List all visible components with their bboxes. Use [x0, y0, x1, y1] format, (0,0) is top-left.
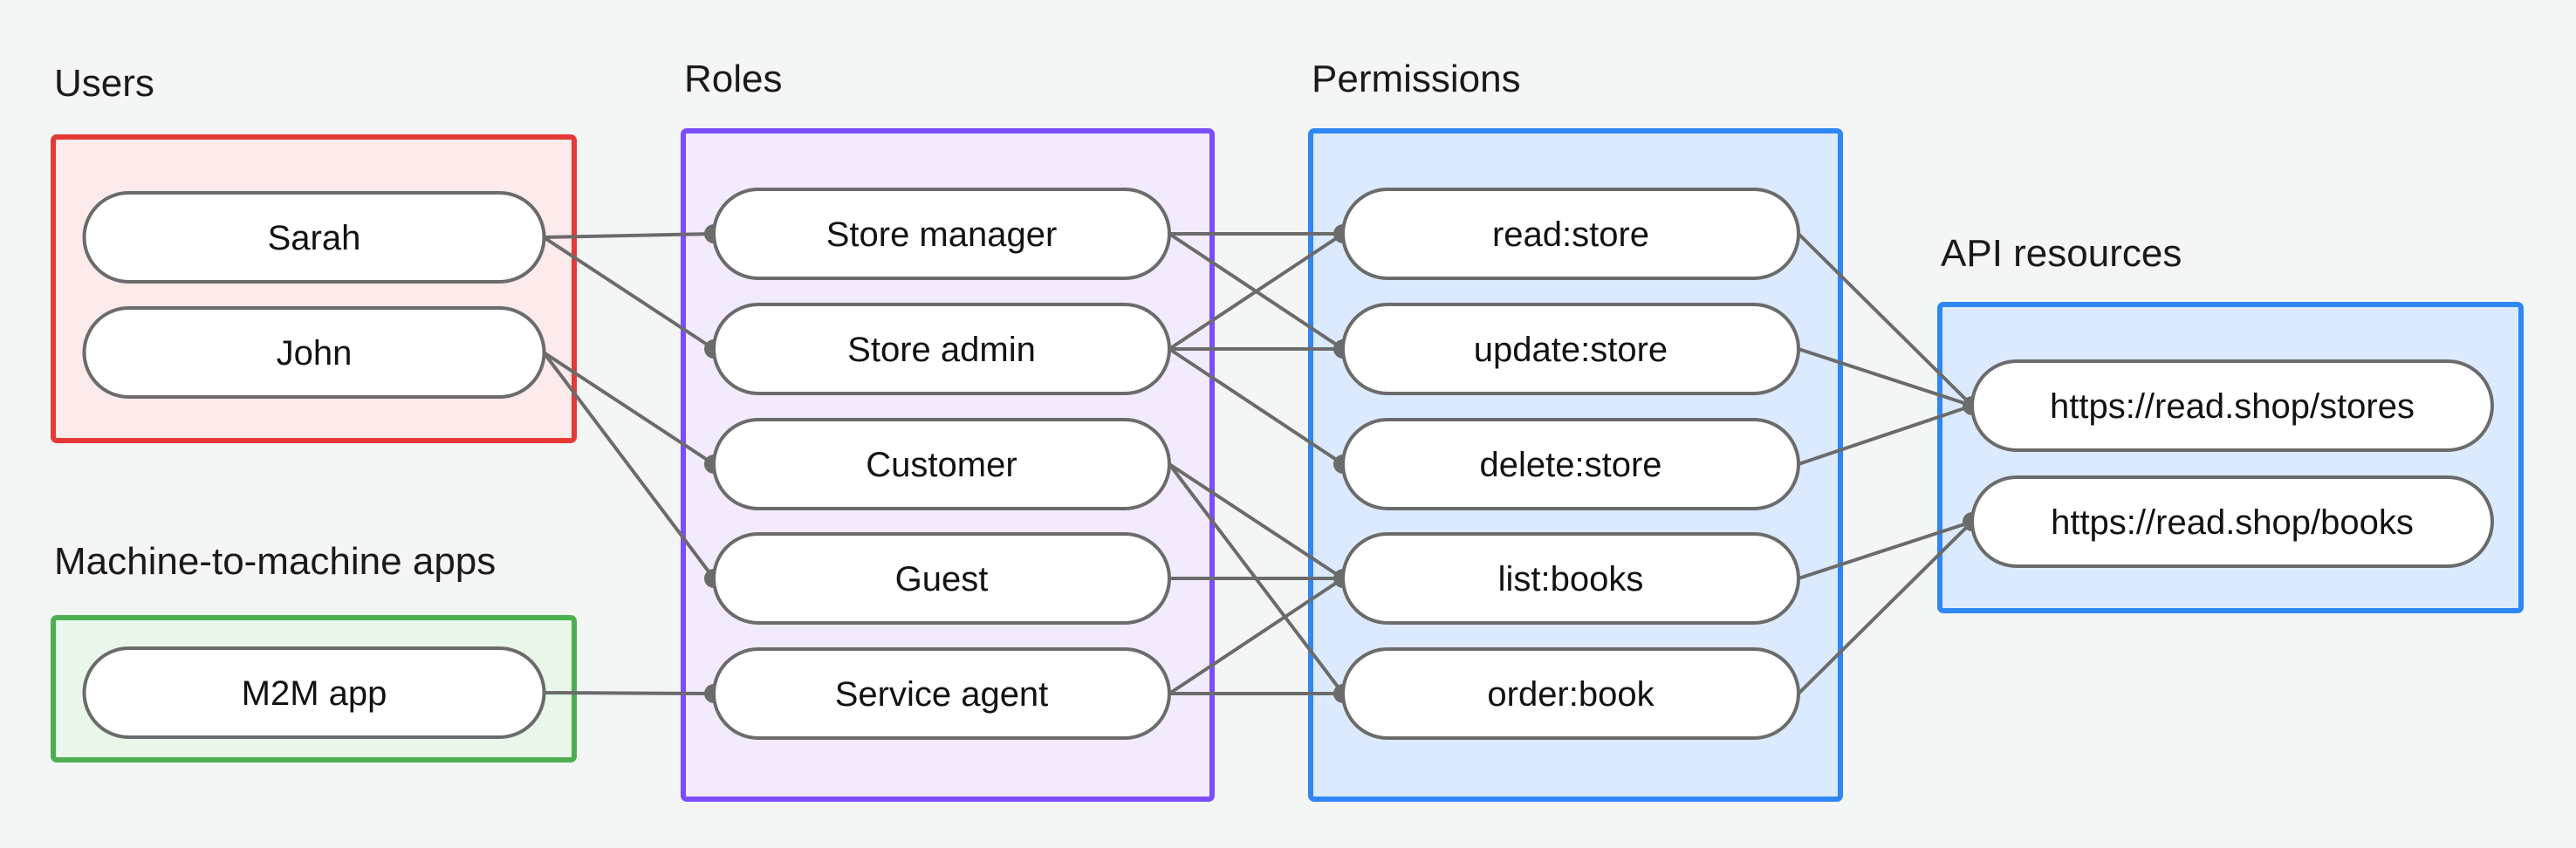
- node-pill-sarah[interactable]: [82, 191, 546, 284]
- node-label-store_manager: Store manager: [826, 215, 1058, 254]
- node-pill-update_store[interactable]: [1341, 303, 1800, 395]
- edge-store_admin-delete_store: [1168, 347, 1345, 466]
- node-pill-customer[interactable]: [712, 418, 1171, 510]
- edge-customer-list_books: [1168, 462, 1345, 580]
- node-m2mapp[interactable]: M2M app: [82, 646, 546, 739]
- edge-service_agent-list_books: [1168, 577, 1345, 695]
- node-john[interactable]: John: [82, 306, 546, 399]
- node-pill-list_books[interactable]: [1341, 532, 1800, 625]
- node-label-guest: Guest: [895, 560, 989, 598]
- node-label-res_stores: https://read.shop/stores: [2050, 387, 2415, 426]
- node-guest[interactable]: Guest: [712, 532, 1171, 625]
- edge-update_store-res_stores: [1798, 347, 1973, 407]
- edge-sarah-store_manager: [543, 232, 715, 239]
- node-pill-res_books[interactable]: [1970, 475, 2494, 568]
- node-read_store[interactable]: read:store: [1341, 188, 1800, 280]
- group-label-api_resources: API resources: [1941, 232, 2182, 275]
- node-pill-read_store[interactable]: [1341, 188, 1800, 280]
- node-update_store[interactable]: update:store: [1341, 303, 1800, 395]
- node-store_admin[interactable]: Store admin: [712, 303, 1171, 395]
- node-pill-res_stores[interactable]: [1970, 359, 2494, 452]
- group-label-m2m: Machine-to-machine apps: [54, 540, 496, 583]
- edge-delete_store-res_stores: [1798, 404, 1973, 466]
- node-label-sarah: Sarah: [268, 219, 361, 257]
- node-store_manager[interactable]: Store manager: [712, 188, 1171, 280]
- node-label-m2mapp: M2M app: [242, 674, 387, 713]
- node-pill-delete_store[interactable]: [1341, 418, 1800, 510]
- edge-list_books-res_books: [1798, 520, 1973, 580]
- node-service_agent[interactable]: Service agent: [712, 647, 1171, 740]
- edge-sarah-store_admin: [542, 236, 716, 351]
- node-label-res_books: https://read.shop/books: [2051, 503, 2414, 542]
- node-pill-service_agent[interactable]: [712, 647, 1171, 740]
- node-label-list_books: list:books: [1498, 560, 1644, 598]
- node-pill-guest[interactable]: [712, 532, 1171, 625]
- edge-john-customer: [542, 351, 716, 466]
- edge-store_admin-read_store: [1168, 232, 1345, 351]
- node-label-update_store: update:store: [1474, 331, 1668, 369]
- group-label-permissions: Permissions: [1312, 58, 1521, 100]
- node-label-delete_store: delete:store: [1479, 446, 1661, 484]
- node-order_book[interactable]: order:book: [1341, 647, 1800, 740]
- group-label-users: Users: [54, 62, 154, 105]
- node-label-service_agent: Service agent: [835, 675, 1049, 714]
- node-list_books[interactable]: list:books: [1341, 532, 1800, 625]
- node-pill-store_manager[interactable]: [712, 188, 1171, 280]
- node-delete_store[interactable]: delete:store: [1341, 418, 1800, 510]
- node-label-read_store: read:store: [1492, 215, 1649, 254]
- group-label-roles: Roles: [684, 58, 783, 100]
- node-pill-john[interactable]: [82, 306, 546, 399]
- edge-john-guest: [542, 351, 716, 580]
- node-pill-m2mapp[interactable]: [82, 646, 546, 739]
- edge-read_store-res_stores: [1797, 232, 1974, 407]
- node-label-customer: Customer: [866, 446, 1017, 484]
- node-customer[interactable]: Customer: [712, 418, 1171, 510]
- node-res_stores[interactable]: https://read.shop/stores: [1970, 359, 2494, 452]
- edge-order_book-res_books: [1797, 520, 1974, 695]
- node-label-order_book: order:book: [1487, 675, 1655, 714]
- node-label-store_admin: Store admin: [847, 331, 1036, 369]
- node-pill-store_admin[interactable]: [712, 303, 1171, 395]
- node-label-john: John: [277, 334, 353, 373]
- edge-m2mapp-service_agent: [543, 691, 715, 695]
- node-sarah[interactable]: Sarah: [82, 191, 546, 284]
- node-pill-order_book[interactable]: [1341, 647, 1800, 740]
- node-res_books[interactable]: https://read.shop/books: [1970, 475, 2494, 568]
